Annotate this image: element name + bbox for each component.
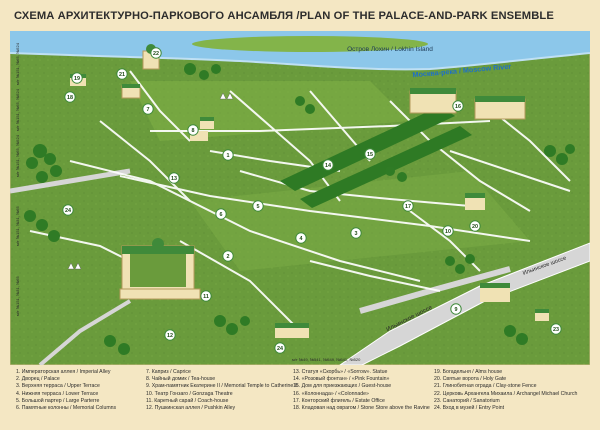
legend-item: 10. Театр Гонзаго / Gonzaga Theatre [146, 390, 233, 397]
svg-text:1: 1 [227, 153, 230, 159]
svg-text:20: 20 [472, 224, 478, 230]
legend-item: 11. Каретный сарай / Coach-house [146, 397, 229, 404]
point-markers[interactable]: 22 21 19 18 7 8 1 13 5 6 4 3 15 17 16 10… [62, 47, 562, 354]
colonnade-building[interactable] [409, 88, 457, 114]
legend-item: 23. Санаторий / Sanatorium [434, 397, 500, 404]
legend-item: 7. Каприз / Caprice [146, 369, 191, 375]
legend-item: 15. Дом для приезжающих / Guest-house [293, 383, 392, 390]
svg-text:11: 11 [203, 294, 209, 300]
legend-item: 24. Вход в музей / Entry Point [434, 405, 505, 412]
bus-label: м/т №49, №541, №549, №541, №520 [292, 357, 361, 362]
legend: 1. Императорская аллея / Imperial Alley … [16, 369, 590, 427]
legend-column-4: 19. Богадельня / Alms house 20. Святые в… [434, 369, 577, 412]
svg-text:7: 7 [147, 107, 150, 113]
svg-text:15: 15 [367, 152, 373, 158]
legend-item: 16. «Колоннада» / «Colonnade» [293, 390, 369, 397]
svg-text:18: 18 [67, 95, 73, 101]
svg-text:10: 10 [445, 229, 451, 235]
road-ilinskoe-2[interactable] [359, 266, 511, 314]
bus-label: м/т №151, №65, №524 [15, 42, 20, 85]
legend-item: 1. Императорская аллея / Imperial Alley [16, 369, 111, 375]
park-map[interactable]: 22 21 19 18 7 8 1 13 5 6 4 3 15 17 16 10… [10, 31, 590, 365]
legend-item: 3. Верхняя терраса / Upper Terrace [16, 383, 100, 390]
bus-label: м/т №151, №65, №524 [15, 88, 20, 131]
svg-text:8: 8 [192, 128, 195, 134]
road-west[interactable] [10, 168, 131, 194]
tree-rows [280, 106, 472, 208]
road-south-west[interactable] [38, 299, 132, 365]
legend-item: 5. Большой партер / Large Parterre [16, 397, 100, 404]
svg-text:22: 22 [153, 51, 159, 57]
svg-text:5: 5 [257, 204, 260, 210]
page-title: СХЕМА АРХИТЕКТУРНО-ПАРКОВОГО АНСАМБЛЯ /P… [14, 10, 554, 22]
island-label: Остров Лохин / Lokhin Island [347, 46, 433, 53]
palace-building[interactable] [119, 238, 201, 300]
holy-gate-building[interactable] [121, 84, 141, 99]
svg-text:9: 9 [455, 307, 458, 313]
legend-item: 12. Пушкинская аллея / Pushkin Alley [146, 405, 236, 412]
svg-text:14: 14 [325, 163, 331, 169]
legend-column-3: 13. Статуя «Скорбь» / «Sorrow». Statue 1… [293, 369, 430, 412]
legend-column-2: 7. Каприз / Caprice 8. Чайный домик / Te… [146, 369, 298, 412]
legend-item: 18. Кладовая над оврагом / Stone Store a… [293, 405, 430, 412]
svg-text:4: 4 [300, 236, 303, 242]
svg-text:16: 16 [455, 104, 461, 110]
legend-column-1: 1. Императорская аллея / Imperial Alley … [16, 369, 116, 412]
svg-text:3: 3 [355, 231, 358, 237]
bus-route-labels: м/т №151, №65, №524 м/т №151, №65, №524 … [15, 42, 361, 362]
tree-clusters [24, 63, 575, 355]
lawn-center [190, 171, 530, 271]
svg-text:12: 12 [167, 333, 173, 339]
bus-label: м/т №151, №31, №65 [15, 206, 20, 246]
svg-text:21: 21 [119, 72, 125, 78]
legend-item: 20. Святые ворота / Holy Gate [434, 376, 507, 383]
svg-text:24: 24 [65, 208, 71, 214]
legend-item: 22. Церковь Архангела Михаила / Archange… [434, 390, 578, 397]
svg-text:2: 2 [227, 254, 230, 260]
legend-item: 8. Чайный домик / Tea-house [146, 376, 216, 383]
legend-item: 14. «Розовый фонтан» / «Pink Fountain» [293, 376, 390, 383]
bus-label: м/т №151, №31, №65 [15, 276, 20, 316]
legend-item: 17. Конторский флигель / Estate Office [293, 397, 385, 404]
legend-item: 19. Богадельня / Alms house [434, 369, 503, 375]
legend-item: 9. Храм-памятник Екатерине II / Memorial… [146, 383, 298, 390]
svg-text:19: 19 [74, 76, 80, 82]
svg-text:6: 6 [220, 212, 223, 218]
svg-text:13: 13 [171, 176, 177, 182]
svg-text:17: 17 [405, 204, 411, 210]
bus-stop-marker[interactable] [67, 92, 234, 270]
svg-text:23: 23 [553, 327, 559, 333]
legend-item: 2. Дворец / Palace [16, 376, 60, 383]
lokhin-island[interactable] [192, 36, 428, 52]
legend-item: 4. Нижняя терраса / Lower Terrace [16, 390, 99, 397]
river-bank [10, 52, 590, 71]
estate-office-building[interactable] [474, 96, 526, 120]
bus-label: м/т №151, №65, №524 [15, 134, 20, 177]
svg-text:24: 24 [277, 346, 283, 352]
road-ilinskoe-1[interactable] [339, 242, 590, 365]
legend-item: 21. Глинобитная ограда / Clay-stone Fenc… [434, 383, 537, 390]
legend-item: 6. Памятные колонны / Memorial Columns [16, 405, 117, 412]
legend-item: 13. Статуя «Скорбь» / «Sorrow». Statue [293, 369, 388, 375]
